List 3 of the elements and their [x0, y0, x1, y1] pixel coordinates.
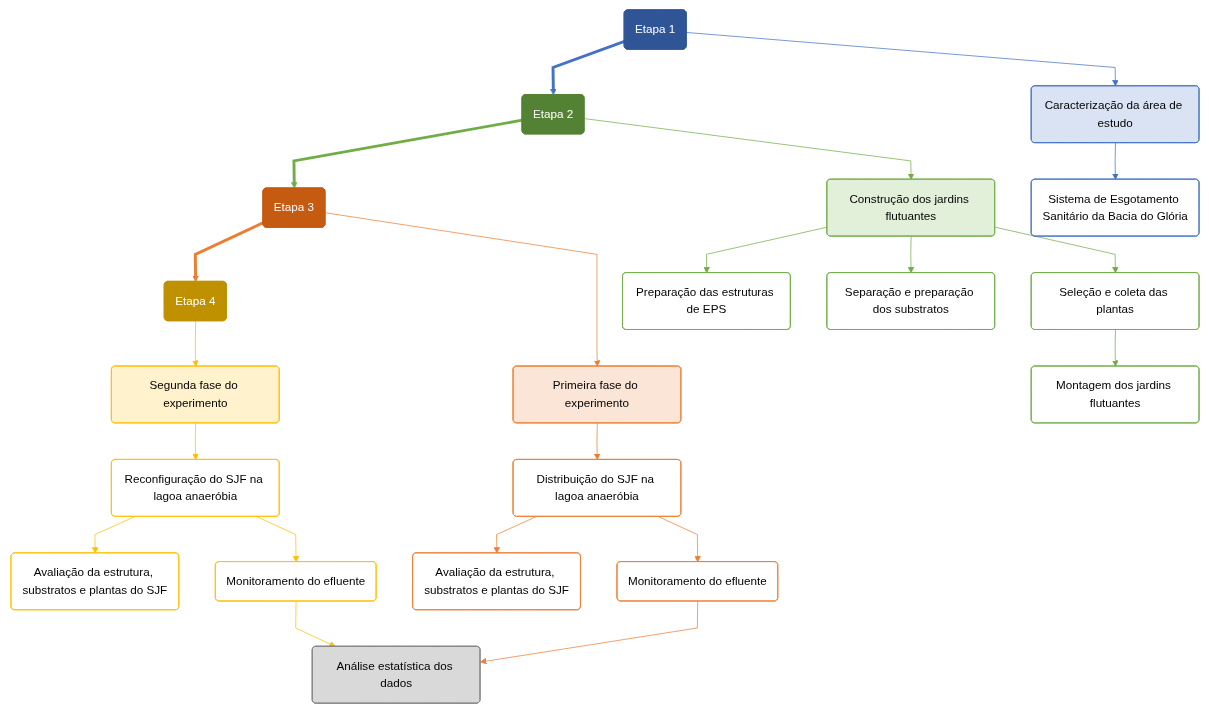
arrow — [290, 118, 523, 189]
arrow — [549, 40, 625, 96]
arrow — [191, 221, 264, 282]
